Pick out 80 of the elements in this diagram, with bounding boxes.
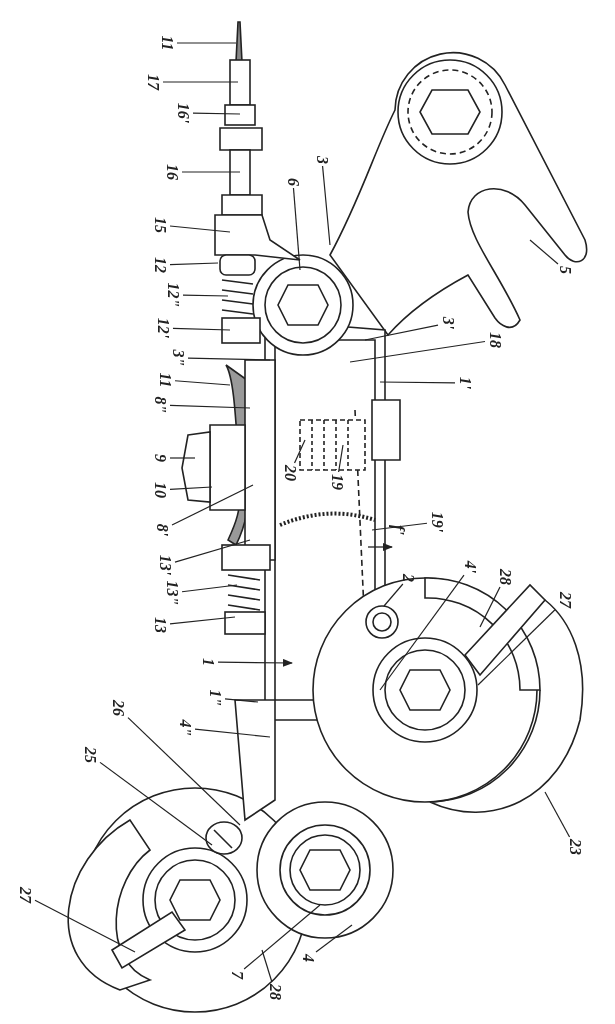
callout-number: 4 (300, 954, 316, 962)
leader-line (171, 484, 254, 526)
leader-line (379, 381, 456, 384)
callout-number: 13" (164, 580, 180, 606)
leader-line (371, 522, 428, 531)
callout-number: 11 (159, 35, 175, 51)
leader-line (176, 42, 237, 44)
callout-number: 15 (152, 217, 168, 233)
leader-line (379, 574, 465, 691)
leader-line (479, 586, 501, 628)
callout-number: 6 (285, 178, 301, 186)
leader-line (217, 658, 293, 667)
leader-line (169, 486, 213, 491)
leader-line (192, 112, 241, 115)
callout-number: 13 (152, 617, 168, 633)
leader-line (187, 357, 271, 361)
callout-number: 1' (457, 376, 473, 390)
callout-number: 10 (152, 482, 168, 498)
leader-line (261, 949, 273, 983)
callout-number: 16' (175, 102, 191, 124)
leader-line (181, 584, 238, 593)
callout-number: 13' (157, 554, 173, 576)
callout-number: 12" (165, 282, 181, 308)
leader-line (172, 327, 231, 331)
leader-line (293, 439, 306, 464)
callout-number: 28 (267, 984, 283, 1000)
leader-line (292, 187, 301, 271)
leader-line (529, 239, 559, 265)
callout-number: 8' (154, 523, 170, 537)
callout-number: 11 (157, 372, 173, 388)
callout-number: 19 (329, 474, 345, 490)
callout-number: 12' (155, 317, 171, 339)
callout-number: 8" (152, 396, 168, 414)
leader-line (169, 262, 219, 266)
callout-number: 12 (152, 257, 168, 273)
callout-number: 16 (164, 164, 180, 180)
leader-line (169, 457, 196, 459)
callout-number: 9 (152, 454, 168, 462)
callout-number: 20 (282, 465, 298, 481)
leader-line (338, 444, 344, 473)
callout-number: 25 (82, 747, 98, 763)
leader-line (99, 761, 213, 846)
leader-line (174, 380, 231, 386)
callout-number: 1 (200, 658, 216, 666)
leader-line (181, 171, 241, 173)
callout-number: 7 (229, 971, 245, 979)
callout-number: 19' (429, 511, 445, 533)
callout-number: 26 (110, 700, 126, 716)
leader-line (34, 899, 136, 953)
leader-line (127, 717, 241, 826)
leader-line (364, 324, 439, 341)
callout-number: 27 (17, 887, 33, 903)
callout-number: 18 (487, 332, 503, 348)
leader-line (383, 583, 404, 607)
force-label: f' (390, 525, 406, 535)
leader-line (243, 904, 321, 970)
callout-number: 17 (145, 74, 161, 90)
callout-number: 5 (557, 266, 573, 274)
leader-line (182, 294, 229, 297)
leader-line (544, 791, 571, 838)
callout-number: 23 (567, 839, 583, 855)
callout-number: 1" (207, 689, 223, 707)
leader-line (169, 225, 231, 233)
leader-line (315, 924, 353, 953)
leader-line (169, 616, 236, 625)
callout-number: 4' (462, 560, 478, 574)
callout-number: 4" (177, 719, 193, 737)
callout-number: 3 (314, 156, 330, 164)
callout-number: 3" (170, 349, 186, 367)
callout-number: 27 (557, 592, 573, 608)
leader-line (477, 609, 556, 686)
callout-number: 3' (440, 316, 456, 330)
leader-line (169, 404, 251, 409)
leader-line (224, 698, 259, 703)
leader-line (174, 539, 251, 563)
callout-number: 28 (497, 569, 513, 585)
leader-line (194, 728, 271, 738)
leader-line (321, 165, 331, 246)
leader-line (349, 340, 486, 363)
leader-line (162, 81, 239, 83)
